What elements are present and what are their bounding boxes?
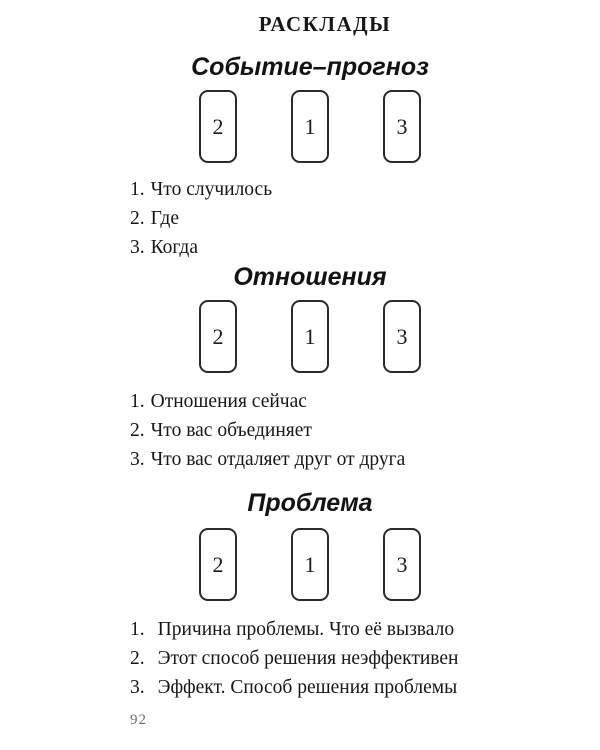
tarot-card-position-3: 3	[383, 528, 421, 601]
spread-title: Отношения	[233, 263, 387, 291]
spread-title: Событие–прогноз	[191, 53, 429, 81]
item-text: Эффект. Способ решения проблемы	[157, 677, 458, 698]
item-number: 2.	[130, 420, 145, 441]
item-text: Причина проблемы. Что её вызвало	[157, 619, 455, 640]
tarot-card-position-1: 1	[291, 528, 329, 601]
card-number: 1	[304, 113, 316, 139]
tarot-card-position-2: 2	[199, 300, 237, 373]
item-text: Отношения сейчас	[150, 391, 307, 412]
item-number: 2.	[130, 208, 145, 229]
item-number: 1.	[130, 391, 145, 412]
card-number: 3	[396, 113, 408, 139]
cards-row: 2 1 3	[20, 528, 600, 601]
list-item: 1. Причина проблемы. Что её вызвало	[130, 615, 600, 644]
list-item: 1.Что случилось	[130, 175, 600, 204]
position-list: 1. Причина проблемы. Что её вызвало 2. Это…	[20, 615, 600, 702]
card-number: 2	[212, 551, 224, 577]
spread-section-relationships: Отношения 2 1 3 1.Отношения сейчас 2.Что…	[20, 262, 600, 474]
spread-section-problem: Проблема 2 1 3 1. Причина проблемы. Что е…	[20, 488, 600, 702]
item-number: 2.	[130, 648, 145, 669]
page-content: РАСКЛАДЫ Событие–прогноз 2 1 3 1.Что слу…	[20, 0, 600, 729]
position-list: 1.Что случилось 2.Где 3.Когда	[20, 175, 600, 262]
item-number: 3.	[130, 449, 145, 470]
item-text: Этот способ решения неэффективен	[157, 648, 459, 669]
item-number: 1.	[130, 179, 145, 200]
item-text: Что вас объединяет	[150, 420, 312, 441]
tarot-card-position-2: 2	[199, 528, 237, 601]
position-list: 1.Отношения сейчас 2.Что вас объединяет …	[20, 387, 600, 474]
spread-title: Проблема	[247, 489, 373, 517]
item-number: 3.	[130, 237, 145, 258]
page-title: РАСКЛАДЫ	[258, 12, 392, 36]
item-text: Когда	[150, 237, 199, 258]
cards-row: 2 1 3	[20, 90, 600, 163]
list-item: 2.Что вас объединяет	[130, 416, 600, 445]
item-text: Что вас отдаляет друг от друга	[150, 449, 406, 470]
item-text: Где	[150, 208, 180, 229]
item-number: 1.	[130, 619, 145, 640]
list-item: 2.Где	[130, 204, 600, 233]
card-number: 2	[212, 113, 224, 139]
card-number: 2	[212, 323, 224, 349]
page-number: 92	[130, 712, 147, 728]
list-item: 3.Когда	[130, 233, 600, 262]
tarot-card-position-3: 3	[383, 300, 421, 373]
item-number: 3.	[130, 677, 145, 698]
card-number: 3	[396, 551, 408, 577]
card-number: 3	[396, 323, 408, 349]
list-item: 3.Что вас отдаляет друг от друга	[130, 445, 600, 474]
tarot-card-position-2: 2	[199, 90, 237, 163]
item-text: Что случилось	[150, 179, 273, 200]
card-number: 1	[304, 323, 316, 349]
list-item: 1.Отношения сейчас	[130, 387, 600, 416]
list-item: 3. Эффект. Способ решения проблемы	[130, 673, 600, 702]
spread-section-event-forecast: Событие–прогноз 2 1 3 1.Что случилось 2.…	[20, 52, 600, 262]
tarot-card-position-1: 1	[291, 300, 329, 373]
card-number: 1	[304, 551, 316, 577]
tarot-card-position-1: 1	[291, 90, 329, 163]
list-item: 2. Этот способ решения неэффективен	[130, 644, 600, 673]
tarot-card-position-3: 3	[383, 90, 421, 163]
cards-row: 2 1 3	[20, 300, 600, 373]
